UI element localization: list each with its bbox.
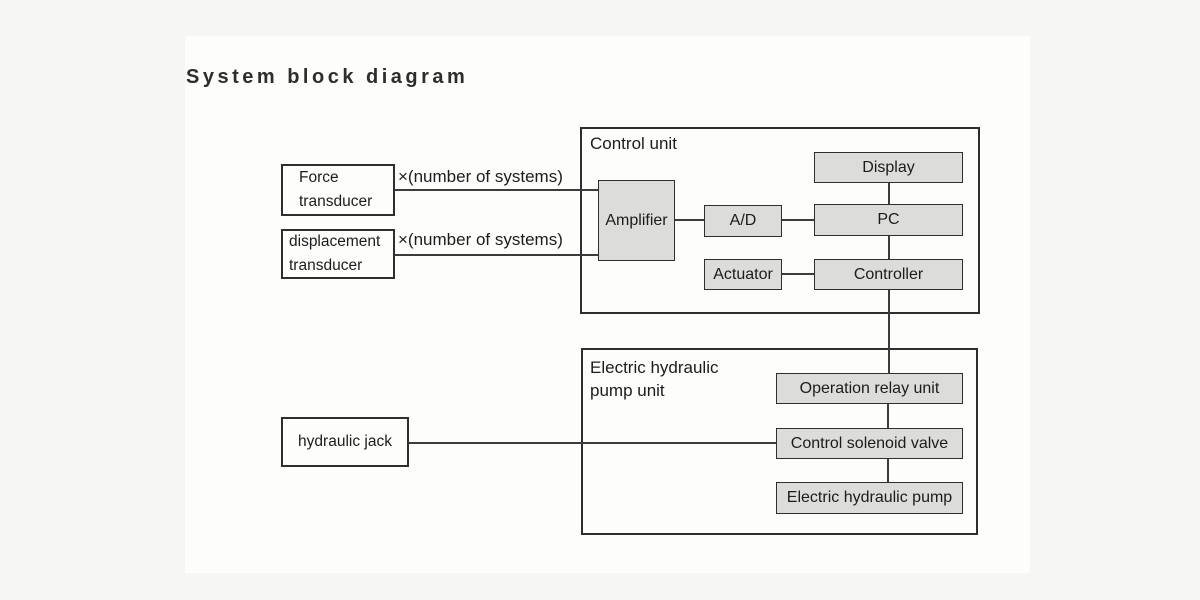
node-controller: Controller [814,259,963,290]
connector-controller-relay [888,290,890,373]
hydraulic-jack-label: hydraulic jack [298,433,392,450]
connector-jack-solenoid [409,442,776,444]
node-actuator: Actuator [704,259,782,290]
control-unit-label: Control unit [590,134,677,153]
node-display: Display [814,152,963,183]
group-control-unit [580,127,980,314]
node-hydraulic-jack: hydraulic jack [281,417,409,467]
connector-amplifier-ad [675,219,704,221]
connector-ad-pc [782,219,814,221]
connector-pc-controller [888,236,890,259]
pump-unit-label: Electric hydraulic pump unit [590,358,719,400]
connector-displacement-amplifier [395,254,598,256]
node-displacement-transducer: displacement transducer [281,229,395,279]
multiplier-note-displacement: ×(number of systems) [398,230,563,249]
connector-display-pc [888,183,890,204]
node-force-transducer: Force transducer [281,164,395,216]
connector-solenoid-pump [887,459,889,482]
page-title: System block diagram [186,66,469,88]
node-pc: PC [814,204,963,236]
connector-force-amplifier [395,189,598,191]
connector-actuator-controller [782,273,814,275]
node-control-solenoid-valve: Control solenoid valve [776,428,963,459]
connector-relay-solenoid [887,404,889,428]
node-operation-relay-unit: Operation relay unit [776,373,963,404]
node-amplifier: Amplifier [598,180,675,261]
multiplier-note-force: ×(number of systems) [398,167,563,186]
group-pump-unit [581,348,978,535]
node-ad-converter: A/D [704,205,782,237]
node-electric-hydraulic-pump: Electric hydraulic pump [776,482,963,514]
displacement-transducer-label: displacement transducer [289,233,381,274]
force-transducer-label: Force transducer [299,169,373,210]
